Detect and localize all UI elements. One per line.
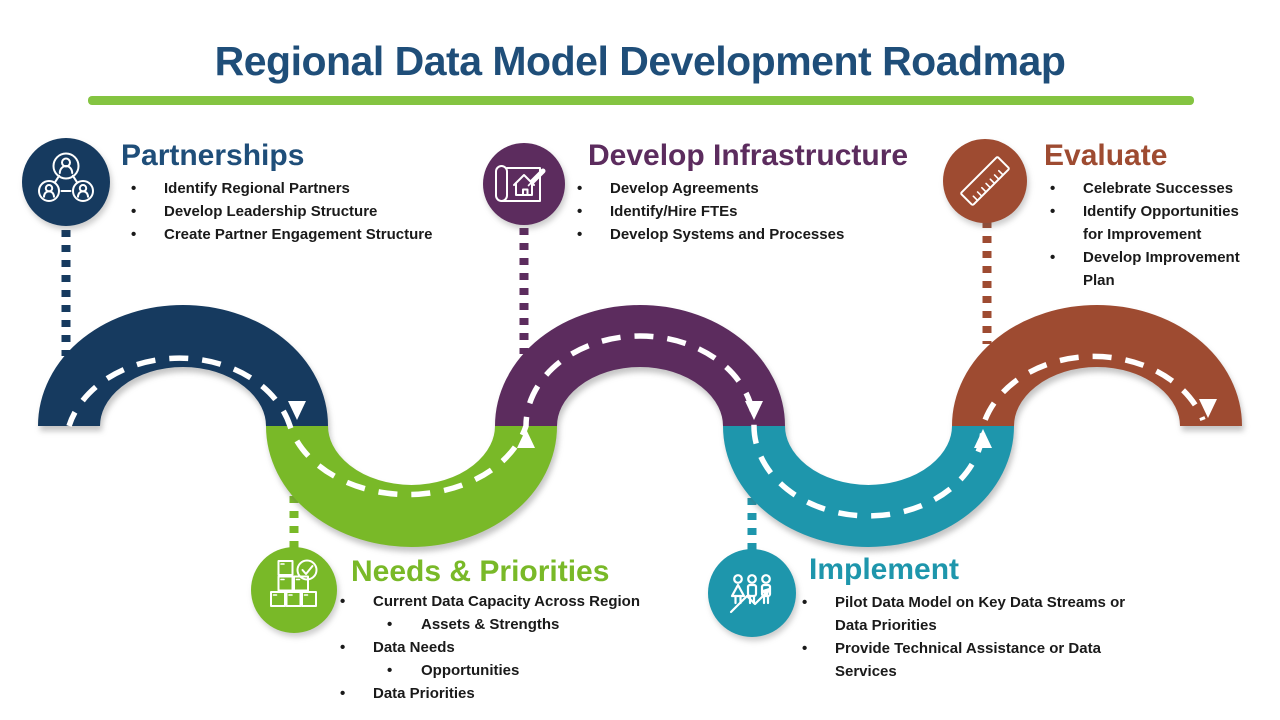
bullet-marker: • [131,180,137,197]
bullet-item: • Develop Systems and Processes [574,223,894,246]
bullet-text: Assets & Strengths [421,616,560,633]
stage-bullets-develop-infrastructure: •Develop Agreements •Identify/Hire FTEs … [574,177,894,246]
stage-bullets-needs-priorities: • Current Data Capacity Across Region • As… [337,590,709,705]
bullet-marker: • [1050,249,1056,266]
bullet-marker: • [802,594,808,611]
partnerships-circle [22,138,110,226]
bullet-text: Develop Systems and Processes [610,226,845,243]
bullet-text: Provide Technical Assistance or Data Ser… [835,640,1101,680]
bullet-text: Develop Improvement Plan [1083,249,1240,289]
bullet-text: Identify Opportunities for Improvement [1083,203,1239,243]
stage-badge-partnerships [22,138,110,226]
bullet-text: Data Needs [373,639,455,656]
arrow-down-1 [288,401,306,420]
bullet-item: • Identify Regional Partners [128,177,468,200]
bullet-marker: • [802,640,808,657]
stage-badge-develop-infrastructure [483,143,565,225]
bullet-text: Identify/Hire FTEs [610,203,738,220]
road-direction-arrows [288,399,1217,448]
bullet-item: • Opportunities [337,659,709,682]
bullet-marker: • [131,203,137,220]
bullet-text: Develop Agreements [610,180,759,197]
title-underline-bar [88,96,1194,105]
evaluate-circle [943,139,1027,223]
bullet-text: Data Priorities [373,685,475,702]
stage-badge-needs-priorities [251,547,337,633]
stage-badge-implement [708,549,796,637]
bullet-item: • Identify/Hire FTEs [574,200,894,223]
slide-title: Regional Data Model Development Roadmap [214,38,1066,84]
bullet-marker: • [577,180,583,197]
bullet-marker: • [387,616,393,633]
stage-title-needs-priorities: Needs & Priorities [351,555,610,588]
bullet-marker: • [577,203,583,220]
stage-bullets-partnerships: • Identify Regional Partners • Develop Lea… [128,177,468,246]
stage-title-partnerships: Partnerships [121,139,305,172]
road-segment-implement [723,424,1014,547]
bullet-marker: • [1050,203,1056,220]
bullet-item: • Identify Opportunities for Improvement [1047,200,1259,246]
implement-circle [708,549,796,637]
bullet-marker: • [340,685,346,702]
inventory-check-icon [270,559,318,607]
bullet-marker: • [340,639,346,656]
bullet-marker: • [1050,180,1056,197]
arrow-up-2 [974,429,992,448]
bullet-item: • Data Priorities [337,682,709,705]
bullet-text: Opportunities [421,662,520,679]
bullet-item: • Assets & Strengths [337,613,709,636]
bullet-item: • Data Needs [337,636,709,659]
stage-bullets-implement: • Pilot Data Model on Key Data Streams or… [799,591,1151,683]
road-segment-partnerships [38,305,328,428]
arrow-up-1 [517,429,535,448]
bullet-text: Develop Leadership Structure [164,203,378,220]
bullet-marker: • [131,226,137,243]
bullet-item: • Provide Technical Assistance or Data Se… [799,637,1151,683]
bullet-item: • Pilot Data Model on Key Data Streams or… [799,591,1151,637]
road-segment-develop-infrastructure [495,305,785,428]
bullet-text: Pilot Data Model on Key Data Streams or … [835,594,1126,634]
blueprint-icon [495,165,546,202]
stage-connectors [61,221,992,551]
road-segment-needs-priorities [266,424,557,547]
people-network-icon [38,152,94,202]
bullet-text: Create Partner Engagement Structure [164,226,433,243]
stage-title-evaluate: Evaluate [1044,139,1168,172]
bullet-item: • Develop Improvement Plan [1047,246,1259,292]
stage-badge-evaluate [943,139,1027,223]
arrow-down-3 [1199,399,1217,418]
stage-badges [22,138,1027,637]
bullet-marker: • [577,226,583,243]
bullet-item: • Develop Agreements [574,177,894,200]
stage-bullets-evaluate: • Celebrate Successes • Identify Opportuni… [1047,177,1259,292]
bullet-item: • Current Data Capacity Across Region [337,590,709,613]
team-growth-icon [729,574,772,614]
stage-title-implement: Implement [809,553,960,586]
road-center-dash-line [66,333,1206,519]
bullet-text: Celebrate Successes [1083,180,1234,197]
road [38,305,1242,547]
road-segment-evaluate [952,305,1242,428]
bullet-item: • Create Partner Engagement Structure [128,223,468,246]
arrow-down-2 [745,401,763,420]
stage-title-develop-infrastructure: Develop Infrastructure [588,139,909,172]
bullet-marker: • [340,593,346,610]
develop-infrastructure-circle [483,143,565,225]
bullet-text: Identify Regional Partners [164,180,350,197]
bullet-item: • Celebrate Successes [1047,177,1259,200]
bullet-item: • Develop Leadership Structure [128,200,468,223]
ruler-icon [960,156,1010,206]
bullet-marker: • [387,662,393,679]
bullet-text: Current Data Capacity Across Region [373,593,641,610]
